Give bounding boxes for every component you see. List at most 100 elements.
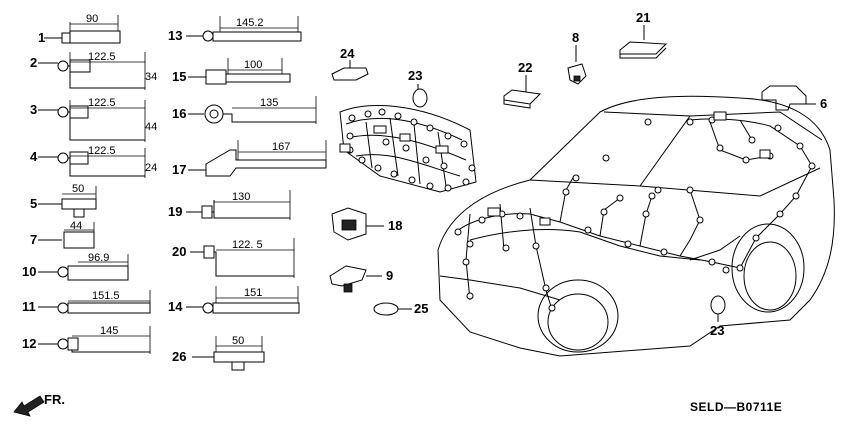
callout-16: 16 bbox=[172, 106, 186, 121]
callout-21: 21 bbox=[636, 10, 650, 25]
clip-14: 14 151 bbox=[168, 286, 300, 314]
clip-strap bbox=[69, 30, 121, 44]
clip-4: 4 122.5 24 bbox=[30, 145, 157, 178]
front-direction-indicator: FR. bbox=[13, 392, 65, 417]
grommet-shape bbox=[373, 302, 399, 316]
clip-head bbox=[57, 338, 69, 350]
clip-12: 12 145 bbox=[22, 325, 151, 354]
dim-label: 145.2 bbox=[236, 17, 264, 29]
harness-branches bbox=[365, 117, 447, 187]
callout-2: 2 bbox=[30, 55, 37, 70]
callout-25: 25 bbox=[414, 301, 428, 316]
callout-15: 15 bbox=[172, 69, 186, 84]
callout-18: 18 bbox=[388, 218, 402, 233]
clip-2: 2 122.5 34 bbox=[30, 51, 157, 90]
beltline bbox=[639, 167, 821, 197]
clip-shape bbox=[567, 63, 587, 85]
harness-branch bbox=[559, 175, 621, 237]
grommet-shape bbox=[412, 88, 428, 108]
part-21: 21 bbox=[619, 10, 668, 59]
front-arrow-icon bbox=[13, 395, 45, 417]
windshield bbox=[529, 111, 691, 187]
clip-strap bbox=[212, 302, 300, 314]
clip-head bbox=[202, 302, 214, 314]
clip-11: 11 151.5 bbox=[22, 290, 151, 314]
clip-strap bbox=[67, 302, 151, 314]
clip-foot bbox=[231, 361, 245, 371]
clip-strap bbox=[68, 65, 145, 89]
clip-1: 1 90 bbox=[38, 13, 121, 45]
dim-label: 122.5 bbox=[88, 97, 116, 109]
part-23-top: 23 bbox=[408, 68, 428, 108]
clip-3: 3 122.5 44 bbox=[30, 97, 157, 142]
diagram-code: SELD—B0711E bbox=[690, 400, 782, 414]
grommet-shape bbox=[710, 295, 726, 315]
callout-23: 23 bbox=[408, 68, 422, 83]
car-body bbox=[437, 95, 835, 357]
dim-label: 151 bbox=[244, 287, 262, 299]
clip-strap bbox=[67, 265, 129, 281]
callout-9: 9 bbox=[386, 268, 393, 283]
part-22: 22 bbox=[503, 60, 542, 109]
harness-main bbox=[455, 213, 741, 269]
clip-head bbox=[203, 245, 215, 259]
clip-shape bbox=[329, 265, 367, 287]
clip-head bbox=[57, 106, 69, 118]
clip-body bbox=[205, 69, 227, 85]
callout-20: 20 bbox=[172, 244, 186, 259]
callout-14: 14 bbox=[168, 299, 183, 314]
hood-line bbox=[469, 229, 701, 261]
front-label: FR. bbox=[44, 392, 65, 407]
clip-16: 16 135 bbox=[172, 96, 317, 124]
dim-label: 50 bbox=[232, 335, 244, 347]
part-24: 24 bbox=[331, 46, 369, 81]
clip-body bbox=[63, 231, 95, 249]
clip-strap bbox=[68, 343, 150, 353]
dim-label: 44 bbox=[70, 220, 82, 232]
callout-26: 26 bbox=[172, 349, 186, 364]
part-9: 9 bbox=[329, 265, 393, 293]
clip-17: 17 167 bbox=[172, 140, 327, 177]
clip-head bbox=[57, 302, 69, 314]
rear-wheel-arch bbox=[731, 223, 805, 313]
callout-4: 4 bbox=[30, 149, 38, 164]
clip-strap bbox=[212, 31, 302, 42]
rocker-line bbox=[689, 235, 741, 261]
rear-wheel bbox=[743, 241, 797, 311]
body-connectors bbox=[454, 111, 816, 312]
clip-hole bbox=[209, 109, 219, 119]
harness-wire bbox=[355, 154, 461, 177]
dim-label: 100 bbox=[244, 59, 262, 71]
callout-5: 5 bbox=[30, 196, 37, 211]
harness-connectors bbox=[339, 108, 476, 192]
dim-label: 130 bbox=[232, 191, 250, 203]
clip-body bbox=[61, 198, 97, 210]
clip-body bbox=[69, 59, 91, 73]
bracket-shape bbox=[331, 67, 369, 81]
clip-20: 20 122. 5 bbox=[172, 238, 295, 278]
part-18: 18 bbox=[331, 207, 402, 241]
clip-foot bbox=[73, 208, 85, 218]
clip-tab bbox=[573, 75, 581, 82]
dim-label: 167 bbox=[272, 141, 290, 153]
part-6: 6 bbox=[761, 85, 827, 111]
callout-17: 17 bbox=[172, 162, 186, 177]
callout-6: 6 bbox=[820, 96, 827, 111]
part-8: 8 bbox=[567, 30, 587, 85]
callout-3: 3 bbox=[30, 102, 37, 117]
callout-24: 24 bbox=[340, 46, 355, 61]
clip-7: 7 44 bbox=[30, 220, 95, 249]
callout-10: 10 bbox=[22, 264, 36, 279]
front-wheel bbox=[547, 293, 609, 351]
dim-label: 122. 5 bbox=[232, 239, 263, 251]
pad-edge bbox=[503, 100, 531, 109]
dim-label: 151.5 bbox=[92, 290, 120, 302]
part-23-bottom: 23 bbox=[710, 295, 726, 338]
clip-body bbox=[69, 151, 89, 165]
clip-19: 19 130 bbox=[168, 190, 291, 220]
clip-5: 5 50 bbox=[30, 183, 97, 218]
clip-strap bbox=[68, 157, 145, 177]
clip-body bbox=[69, 105, 89, 119]
callout-22: 22 bbox=[518, 60, 532, 75]
